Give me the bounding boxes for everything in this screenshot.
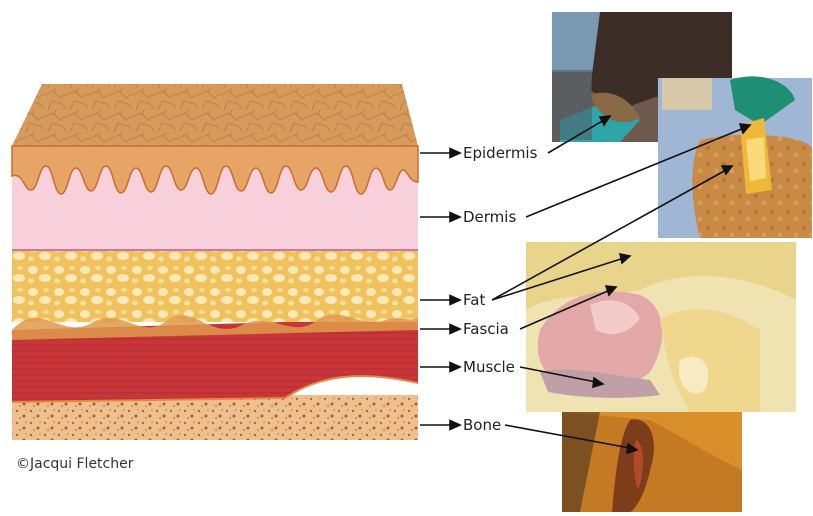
photo-fat-fascia-muscle [526, 242, 796, 412]
label-arrows [420, 149, 460, 430]
copyright-credit: ©Jacqui Fletcher [16, 456, 134, 472]
label-bone: Bone [463, 416, 501, 434]
skin-cross-section [12, 84, 418, 440]
skin-surface [12, 84, 418, 146]
label-muscle: Muscle [463, 358, 515, 376]
label-epidermis: Epidermis [463, 144, 538, 162]
label-dermis: Dermis [463, 208, 516, 226]
photo-dermis-wound [658, 76, 812, 238]
label-fascia: Fascia [463, 320, 509, 338]
fat-layer [12, 250, 418, 322]
photo-bone-wound [562, 412, 742, 512]
label-fat: Fat [463, 291, 485, 309]
